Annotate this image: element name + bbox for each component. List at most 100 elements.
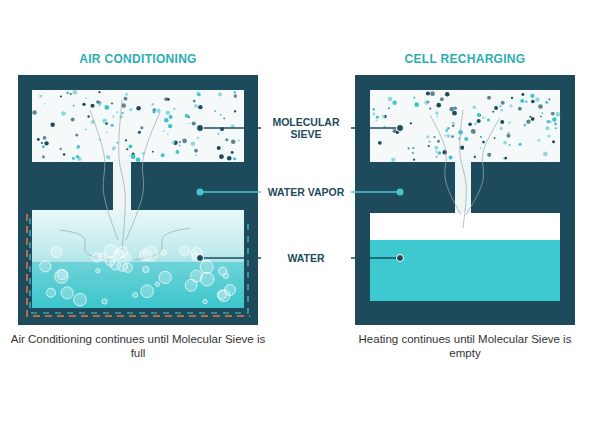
sieve-bead bbox=[61, 111, 66, 116]
right-sieve-chamber bbox=[370, 90, 560, 162]
sieve-bead bbox=[427, 101, 429, 103]
sieve-bead bbox=[112, 116, 114, 118]
water-bubble bbox=[74, 293, 87, 306]
sieve-bead bbox=[487, 119, 490, 122]
sieve-bead bbox=[185, 114, 189, 118]
right-housing bbox=[355, 75, 575, 325]
sieve-bead bbox=[468, 122, 472, 126]
water-bubble bbox=[102, 299, 107, 304]
sieve-bead bbox=[197, 93, 201, 97]
sieve-bead bbox=[32, 110, 37, 115]
sieve-bead bbox=[433, 136, 435, 138]
sieve-bead bbox=[426, 135, 429, 138]
sieve-bead bbox=[73, 90, 78, 95]
water-bubble bbox=[155, 282, 159, 286]
sieve-bead bbox=[73, 105, 75, 107]
sieve-bead bbox=[509, 104, 512, 107]
left-heat-dashes bbox=[27, 214, 250, 316]
sieve-bead bbox=[217, 146, 221, 150]
sieve-bead bbox=[526, 119, 530, 123]
leader-line bbox=[351, 127, 400, 128]
sieve-bead bbox=[41, 142, 43, 144]
leader-line bbox=[200, 127, 261, 128]
sieve-bead bbox=[450, 107, 455, 112]
sieve-bead bbox=[519, 143, 522, 146]
sieve-bead bbox=[446, 134, 450, 138]
sieve-bead bbox=[111, 102, 113, 104]
water-bubble bbox=[40, 261, 51, 272]
leader-line bbox=[200, 257, 261, 258]
sieve-bead bbox=[152, 110, 155, 113]
sieve-bead bbox=[428, 145, 430, 147]
sieve-bead bbox=[546, 120, 549, 123]
water-bubble bbox=[96, 269, 100, 273]
sieve-bead bbox=[449, 155, 453, 159]
sieve-bead bbox=[535, 97, 540, 102]
sieve-bead bbox=[167, 98, 170, 101]
sieve-bead bbox=[233, 157, 236, 160]
sieve-bead bbox=[412, 147, 414, 149]
left-neck bbox=[113, 160, 131, 212]
leader-dot bbox=[197, 125, 204, 132]
sieve-bead bbox=[424, 100, 428, 104]
sieve-bead bbox=[556, 112, 561, 117]
water-bubble bbox=[179, 246, 189, 256]
sieve-bead bbox=[90, 104, 94, 108]
sieve-bead bbox=[542, 112, 544, 114]
vapor-wisp bbox=[466, 118, 500, 215]
panel-caption: Air Conditioning continues until Molecul… bbox=[0, 332, 276, 360]
sieve-bead bbox=[436, 115, 438, 117]
water-bubble bbox=[51, 247, 62, 258]
sieve-bead bbox=[555, 127, 557, 129]
sieve-bead bbox=[106, 155, 110, 159]
sieve-bead bbox=[98, 103, 101, 106]
sieve-bead bbox=[414, 102, 419, 107]
left-water-chamber bbox=[32, 210, 244, 308]
sieve-bead bbox=[174, 108, 176, 110]
sieve-bead bbox=[551, 112, 555, 116]
sieve-bead bbox=[85, 97, 87, 99]
sieve-bead bbox=[429, 108, 431, 110]
sieve-bead bbox=[175, 150, 179, 154]
sieve-bead bbox=[434, 146, 438, 150]
sieve-bead bbox=[219, 154, 224, 159]
sieve-beads bbox=[32, 90, 240, 162]
sieve-bead bbox=[138, 131, 141, 134]
left-cool-dashes bbox=[30, 218, 248, 313]
water-bubble bbox=[218, 267, 226, 275]
water-bubble bbox=[203, 299, 207, 303]
sieve-bead bbox=[392, 101, 396, 105]
sieve-bead bbox=[163, 130, 165, 132]
sieve-bead bbox=[436, 103, 441, 108]
sieve-bead bbox=[435, 151, 438, 154]
sieve-bead bbox=[474, 156, 476, 158]
sieve-bead bbox=[72, 157, 75, 160]
vapor-wisp bbox=[460, 110, 467, 228]
water-bubble bbox=[200, 260, 213, 273]
sieve-bead bbox=[217, 133, 219, 135]
sieve-bead bbox=[430, 91, 435, 96]
sieve-bead bbox=[373, 108, 375, 110]
sieve-bead bbox=[124, 97, 128, 101]
sieve-bead bbox=[554, 123, 557, 126]
sieve-bead bbox=[549, 98, 551, 100]
sieve-bead bbox=[129, 145, 133, 149]
sieve-bead bbox=[413, 97, 415, 99]
sieve-bead bbox=[42, 145, 45, 148]
sieve-bead bbox=[121, 112, 123, 114]
sieve-bead bbox=[547, 134, 550, 137]
sieve-bead bbox=[410, 122, 412, 124]
sieve-bead bbox=[507, 132, 509, 134]
sieve-bead bbox=[480, 136, 482, 138]
sieve-bead bbox=[125, 93, 128, 96]
water-bubble bbox=[140, 250, 151, 261]
sieve-bead bbox=[499, 105, 502, 108]
sieve-bead bbox=[426, 91, 430, 95]
sieve-bead bbox=[503, 141, 507, 145]
sieve-bead bbox=[545, 126, 549, 130]
part-label: MOLECULAR SIEVE bbox=[264, 114, 348, 142]
water-bubble bbox=[141, 285, 154, 298]
water-bubble bbox=[143, 266, 149, 272]
sieve-bead bbox=[98, 91, 100, 93]
leader-line bbox=[200, 191, 261, 192]
